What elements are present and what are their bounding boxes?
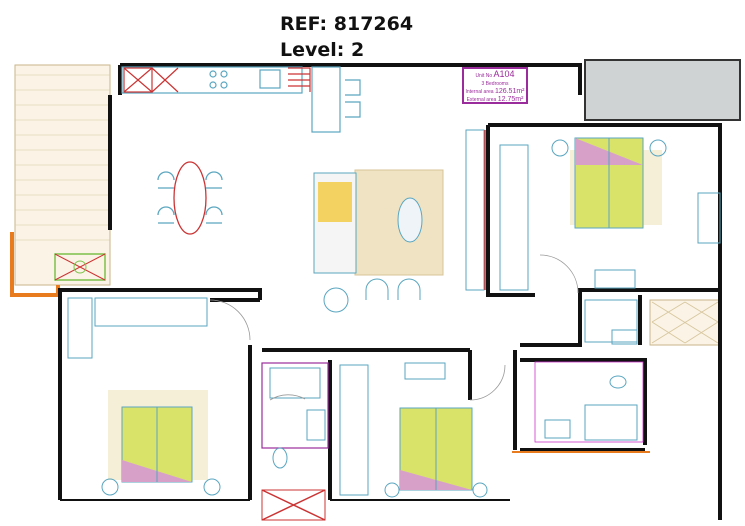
balcony: [14, 64, 111, 286]
door-swings: [209, 254, 579, 401]
reference-number: REF: 817264: [280, 13, 414, 35]
internal-area: 126.51m²: [494, 88, 525, 95]
bathroom: [261, 362, 329, 521]
ensuite: [534, 299, 644, 443]
bedroom-three: [339, 362, 488, 498]
master-bedroom: [499, 137, 721, 291]
external-area-label: External area: [466, 97, 497, 103]
dining-table: [157, 161, 223, 235]
level-label: Level: 2: [280, 39, 365, 61]
unit-number: A104: [493, 69, 515, 79]
walls: [58, 63, 722, 520]
unit-prefix: Unit No: [475, 73, 493, 79]
unit-info-label: Unit No A104 3 Bedrooms Internal area 12…: [462, 67, 528, 104]
bedroom-count: 3 Bedrooms: [481, 81, 509, 87]
living-area: [313, 129, 486, 313]
internal-area-label: Internal area: [465, 89, 494, 95]
external-area: 12.75m²: [497, 96, 524, 103]
kitchen: [121, 66, 361, 133]
bedroom-two: [67, 297, 221, 496]
